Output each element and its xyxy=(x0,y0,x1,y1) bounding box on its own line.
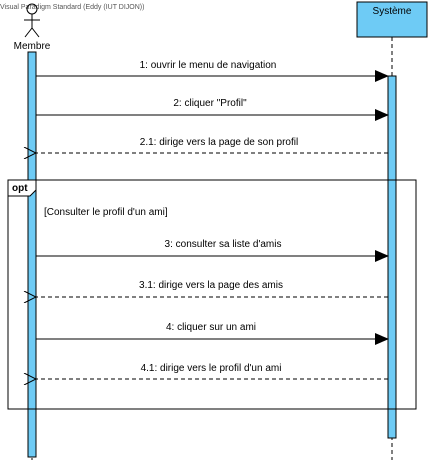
message-4: 4: cliquer sur un ami xyxy=(36,322,389,345)
system-label: Système xyxy=(373,6,412,17)
opt-guard-label: [Consulter le profil d'un ami] xyxy=(44,207,168,218)
message-3-1-label: 3.1: dirige vers la page des amis xyxy=(139,280,283,291)
system-activation-bar xyxy=(387,75,397,439)
actor-label: Membre xyxy=(14,41,51,52)
actor-icon xyxy=(24,3,40,38)
watermark-text: Visual Paradigm Standard (Eddy (IUT DIJO… xyxy=(0,4,144,11)
message-3-1: 3.1: dirige vers la page des amis xyxy=(36,280,388,297)
message-1: 1: ouvrir le menu de navigation xyxy=(36,60,389,82)
message-2-label: 2: cliquer "Profil" xyxy=(173,98,247,109)
opt-fragment-tab xyxy=(7,179,37,197)
message-2: 2: cliquer "Profil" xyxy=(36,98,389,121)
message-3-label: 3: consulter sa liste d'amis xyxy=(165,239,282,250)
message-4-1-label: 4.1: dirige vers le profil d'un ami xyxy=(141,363,282,374)
message-4-label: 4: cliquer sur un ami xyxy=(166,322,256,333)
message-2-1-label: 2.1: dirige vers la page de son profil xyxy=(140,137,298,148)
message-3: 3: consulter sa liste d'amis xyxy=(36,239,389,262)
actor-activation-bar xyxy=(27,51,37,458)
message-1-label: 1: ouvrir le menu de navigation xyxy=(140,60,277,71)
message-4-1: 4.1: dirige vers le profil d'un ami xyxy=(36,363,388,379)
message-2-1: 2.1: dirige vers la page de son profil xyxy=(36,137,388,153)
opt-operator-label: opt xyxy=(12,183,28,194)
opt-fragment-frame xyxy=(7,179,417,410)
